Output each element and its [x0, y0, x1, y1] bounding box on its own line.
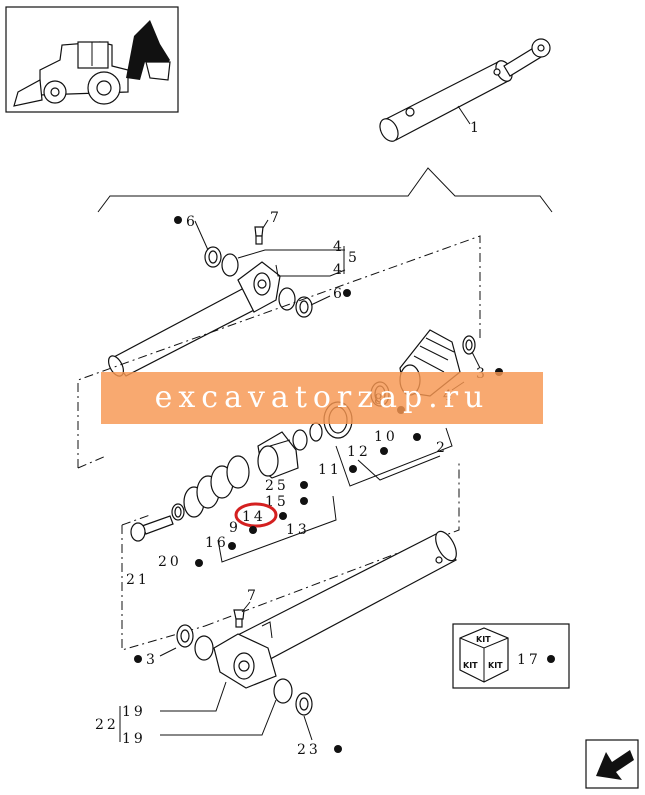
label-14: 14 [242, 509, 266, 525]
bullet-20 [195, 559, 203, 567]
label-13: 13 [286, 522, 310, 538]
piston-rings[interactable] [171, 455, 250, 521]
label-4-lower: 4 [333, 262, 345, 278]
rod-eye-bushings[interactable] [204, 246, 313, 318]
bullet-6-top [174, 216, 182, 224]
label-3-bottom: 3 [146, 652, 158, 668]
assembled-cylinder[interactable] [376, 38, 551, 144]
label-11: 11 [318, 462, 342, 478]
bullet-15 [300, 497, 308, 505]
label-6-top: 6 [186, 214, 198, 230]
bullet-14 [279, 512, 287, 520]
bullet-17 [547, 655, 555, 663]
label-23: 23 [297, 742, 321, 758]
bolt[interactable] [130, 515, 174, 542]
cylinder-barrel[interactable] [213, 528, 461, 689]
label-22: 22 [95, 717, 119, 733]
label-17: 17 [517, 652, 541, 668]
bullet-9 [249, 526, 257, 534]
label-6-mid: 6 [333, 286, 345, 302]
bullet-23 [334, 745, 342, 753]
piston-rod[interactable] [106, 261, 281, 379]
barrel-eye-bushings[interactable] [176, 624, 313, 716]
kit-box-icon: KIT KIT KIT [459, 627, 509, 683]
label-20: 20 [158, 554, 182, 570]
bullet-11 [349, 465, 357, 473]
label-2: 2 [436, 440, 448, 456]
label-19-upper: 19 [122, 704, 146, 720]
label-12: 12 [347, 444, 371, 460]
highlight-ring-14 [234, 502, 278, 528]
label-7-bottom: 7 [247, 588, 259, 604]
bullet-16 [228, 542, 236, 550]
bullet-25 [300, 481, 308, 489]
grease-nipple-top[interactable] [254, 226, 264, 245]
label-4-upper: 4 [333, 239, 345, 255]
bullet-3-bottom [134, 655, 142, 663]
watermark-text: excavatorzap.ru [154, 380, 490, 415]
label-5: 5 [348, 250, 360, 266]
watermark-band [101, 372, 543, 424]
bullet-12 [380, 447, 388, 455]
label-9: 9 [229, 520, 241, 536]
bullet-6-mid [343, 289, 351, 297]
label-7-top: 7 [270, 210, 282, 226]
label-1: 1 [470, 120, 482, 136]
label-16: 16 [205, 535, 229, 551]
kit-legend[interactable]: KIT KIT KIT 17 [452, 623, 570, 689]
svg-text:KIT: KIT [488, 661, 503, 670]
bullet-10 [413, 433, 421, 441]
label-21: 21 [126, 572, 150, 588]
label-25: 25 [265, 478, 289, 494]
machine-thumbnail[interactable] [5, 6, 179, 113]
label-19-lower: 19 [122, 731, 146, 747]
svg-text:KIT: KIT [463, 661, 478, 670]
svg-text:KIT: KIT [476, 635, 491, 644]
label-10: 10 [374, 429, 398, 445]
piston[interactable] [257, 431, 299, 479]
grease-nipple-bottom[interactable] [233, 609, 245, 628]
next-page-arrow-icon[interactable] [585, 739, 639, 789]
